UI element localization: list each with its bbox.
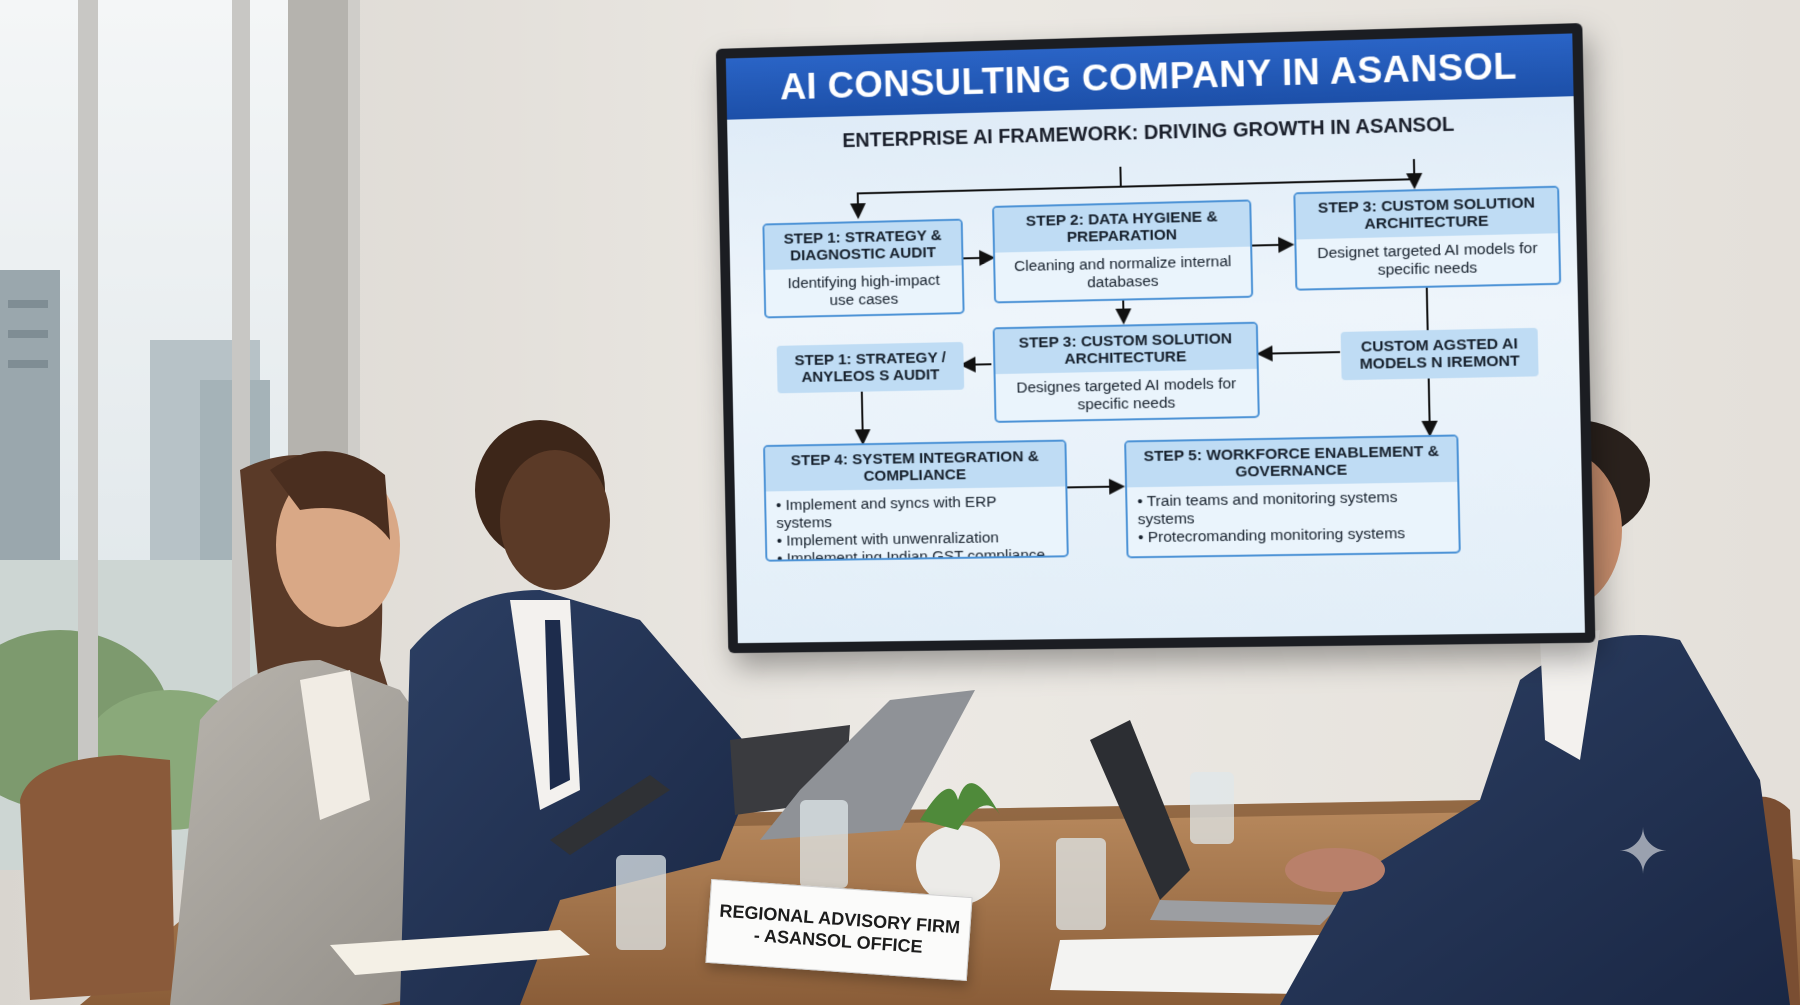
step4-heading: STEP 4: SYSTEM INTEGRATION & COMPLIANCE <box>765 441 1066 492</box>
step5-item: Protecromanding monitoring systems <box>1138 524 1448 547</box>
step3-top-body: Designet targeted AI models for specific… <box>1317 239 1538 279</box>
step5-item: Train teams and monitoring systems syste… <box>1137 488 1448 529</box>
step4-list: Implement and syncs with ERP systems Imp… <box>766 486 1067 562</box>
step3-top-box: STEP 3: CUSTOM SOLUTION ARCHITECTURE Des… <box>1293 185 1562 291</box>
custom-models-tag: CUSTOM AGSTED AI MODELS N IREMONT <box>1340 327 1539 381</box>
step1-alt-tag: STEP 1: STRATEGY / ANYLEOS S AUDIT <box>776 341 965 394</box>
water-glass <box>800 800 848 888</box>
step4-box: STEP 4: SYSTEM INTEGRATION & COMPLIANCE … <box>763 439 1069 562</box>
chair-left <box>20 755 175 1000</box>
water-glass <box>1190 772 1234 844</box>
step3-mid-heading: STEP 3: CUSTOM SOLUTION ARCHITECTURE <box>994 323 1257 375</box>
plant <box>916 783 1000 905</box>
step5-heading: STEP 5: WORKFORCE ENABLEMENT & GOVERNANC… <box>1126 436 1458 488</box>
laptop-right <box>1090 720 1190 900</box>
step1-heading: STEP 1: STRATEGY & DIAGNOSTIC AUDIT <box>764 220 962 270</box>
presentation-subtitle: ENTERPRISE AI FRAMEWORK: DRIVING GROWTH … <box>842 113 1455 153</box>
step2-body: Cleaning and normalize internal database… <box>1013 253 1232 292</box>
step1-box: STEP 1: STRATEGY & DIAGNOSTIC AUDIT Iden… <box>762 218 965 319</box>
clipboard <box>1050 935 1360 995</box>
step2-box: STEP 2: DATA HYGIENE & PREPARATION Clean… <box>992 199 1254 304</box>
tablet <box>550 775 670 855</box>
step1-body: Identifying high-impact use cases <box>787 271 940 310</box>
notebook <box>330 930 590 975</box>
step2-heading: STEP 2: DATA HYGIENE & PREPARATION <box>994 201 1251 253</box>
step5-box: STEP 5: WORKFORCE ENABLEMENT & GOVERNANC… <box>1124 434 1461 559</box>
sparkle-icon: ✦ <box>1617 818 1669 887</box>
presentation-title: AI CONSULTING COMPANY IN ASANSOL <box>725 33 1574 120</box>
wall-display: AI CONSULTING COMPANY IN ASANSOL ENTERPR… <box>716 23 1596 653</box>
step3-mid-body: Designes targeted AI models for specific… <box>1016 375 1237 414</box>
window <box>0 0 360 870</box>
step3-top-heading: STEP 3: CUSTOM SOLUTION ARCHITECTURE <box>1295 187 1559 240</box>
presentation-screen: AI CONSULTING COMPANY IN ASANSOL ENTERPR… <box>726 33 1585 643</box>
step5-list: Train teams and monitoring systems syste… <box>1127 482 1459 553</box>
water-glass <box>1056 838 1106 930</box>
water-glass <box>616 855 666 950</box>
man-middle-figure <box>400 420 850 1005</box>
step4-item: Implement and syncs with ERP systems <box>776 493 1056 533</box>
step3-mid-box: STEP 3: CUSTOM SOLUTION ARCHITECTURE Des… <box>992 321 1260 423</box>
